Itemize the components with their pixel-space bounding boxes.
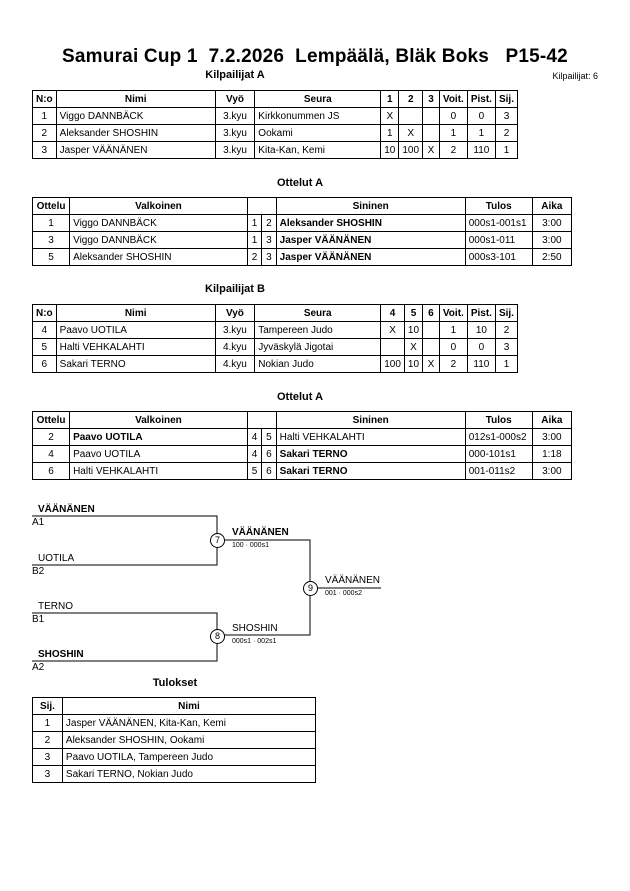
results-title: Tulokset xyxy=(152,677,198,689)
bracket-s2-top-name: TERNO xyxy=(38,601,73,612)
bracket-s2-top-code: B1 xyxy=(32,614,45,625)
match-time-cell: 3:00 xyxy=(531,462,573,480)
pool-cell: Jasper VÄÄNÄNEN xyxy=(55,141,216,159)
pool-cell: 110 xyxy=(466,355,496,373)
match-num-cell: 6 xyxy=(31,462,71,480)
bracket-s1-top-name: VÄÄNÄNEN xyxy=(38,504,95,515)
bracket-final-winner: VÄÄNÄNEN xyxy=(325,575,381,586)
table-header-cell: Nimi xyxy=(61,697,317,715)
table-header-row: Sij.Nimi xyxy=(32,697,317,715)
pool-cell: 110 xyxy=(466,141,496,159)
bracket-m7-score: 100 · 000s1 xyxy=(232,542,269,549)
bracket-s2-bot-code: A2 xyxy=(32,662,45,673)
pool-cell: X xyxy=(422,141,440,159)
pool-cell: Sakari TERNO xyxy=(55,355,216,373)
result-name-cell: Aleksander SHOSHIN, Ookami xyxy=(61,731,317,749)
bracket-final-score: 001 · 000s2 xyxy=(325,590,362,597)
matches-a-title: Ottelut A xyxy=(276,177,324,189)
result-name-cell: Sakari TERNO, Nokian Judo xyxy=(61,765,317,783)
match-bn-cell: 6 xyxy=(261,462,277,480)
result-rank-cell: 2 xyxy=(32,731,63,749)
pool-cell: 2 xyxy=(438,355,468,373)
pool-cell: X xyxy=(380,107,400,125)
bracket-s1-top-code: A1 xyxy=(32,517,45,528)
bracket-s1-bot-name: UOTILA xyxy=(38,553,75,564)
match-blue-cell: Sakari TERNO xyxy=(275,462,466,480)
pool-cell: Nokian Judo xyxy=(254,355,382,373)
match-result-cell: 001-011s2 xyxy=(464,462,533,480)
pool-cell: 100 xyxy=(398,141,424,159)
page-title: Samurai Cup 1 7.2.2026 Lempäälä, Bläk Bo… xyxy=(62,46,568,67)
pool-cell: 10 xyxy=(403,355,424,373)
pool-a-title: Kilpailijat A xyxy=(205,69,265,81)
bracket-m8-score: 000s1 · 002s1 xyxy=(232,638,277,645)
result-rank-cell: 1 xyxy=(32,714,63,732)
bracket-match-8: 8 xyxy=(210,629,225,644)
pool-cell: 0 xyxy=(466,107,496,125)
bracket-match-9: 9 xyxy=(303,581,318,596)
pool-cell: 1 xyxy=(494,355,519,373)
pool-b-title: Kilpailijat B xyxy=(205,283,265,295)
competitor-count: Kilpailijat: 6 xyxy=(552,71,598,81)
table-header-cell: Pist. xyxy=(466,90,496,108)
pool-cell: 10 xyxy=(380,141,400,159)
bracket-s2-bot-name: SHOSHIN xyxy=(38,649,84,660)
pool-cell: 100 xyxy=(380,355,405,373)
match-bn-cell: 3 xyxy=(261,248,277,266)
pool-cell: 2 xyxy=(438,141,468,159)
bracket-s1-bot-code: B2 xyxy=(32,566,45,577)
result-name-cell: Paavo UOTILA, Tampereen Judo xyxy=(61,748,317,766)
bracket-m8-winner: SHOSHIN xyxy=(232,623,278,634)
match-time-cell: 2:50 xyxy=(531,248,573,266)
pool-cell: 3 xyxy=(494,107,519,125)
pool-cell: 4.kyu xyxy=(214,355,256,373)
result-rank-cell: 3 xyxy=(32,748,63,766)
bracket-match-7: 7 xyxy=(210,533,225,548)
matches-b-title: Ottelut A xyxy=(276,391,324,403)
table-header-cell: Sij. xyxy=(32,697,63,715)
match-num-cell: 3 xyxy=(31,231,71,249)
pool-cell: 1 xyxy=(494,141,519,159)
result-name-cell: Jasper VÄÄNÄNEN, Kita-Kan, Kemi xyxy=(61,714,317,732)
match-bn-cell: 2 xyxy=(261,214,277,232)
match-num-cell: 5 xyxy=(31,248,71,266)
bracket-m7-winner: VÄÄNÄNEN xyxy=(232,527,289,538)
result-rank-cell: 3 xyxy=(32,765,63,783)
match-blue-cell: Jasper VÄÄNÄNEN xyxy=(275,248,466,266)
match-white-cell: Halti VEHKALAHTI xyxy=(69,462,248,480)
